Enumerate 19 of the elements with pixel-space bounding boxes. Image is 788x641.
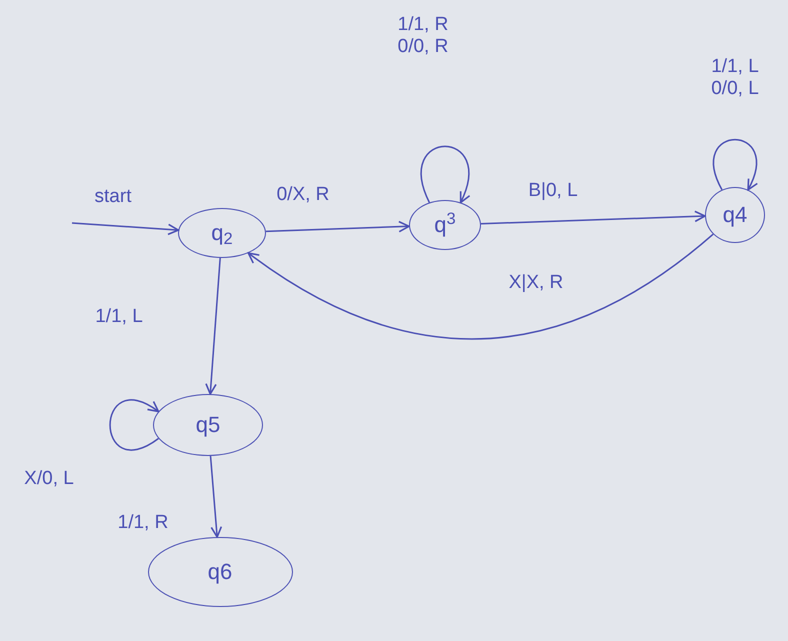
state-label: q$_{2}$ (211, 222, 233, 244)
arrow (480, 210, 706, 224)
state-label: q5 (196, 414, 220, 436)
state-circle (409, 200, 481, 250)
state-label: q6 (208, 561, 232, 583)
state-label: q$^{3}$ (434, 214, 456, 236)
arrow (712, 138, 758, 191)
arrow (248, 234, 714, 340)
state-label: q4 (722, 204, 748, 226)
state-circle (153, 394, 263, 456)
arrow (420, 146, 470, 204)
state-circle (178, 208, 266, 258)
arrow (210, 456, 222, 538)
arrow (72, 222, 180, 236)
arrow (109, 399, 160, 451)
arrow (266, 220, 410, 232)
state-circle (705, 187, 765, 243)
arrow (205, 258, 221, 395)
state-circle (148, 537, 292, 607)
